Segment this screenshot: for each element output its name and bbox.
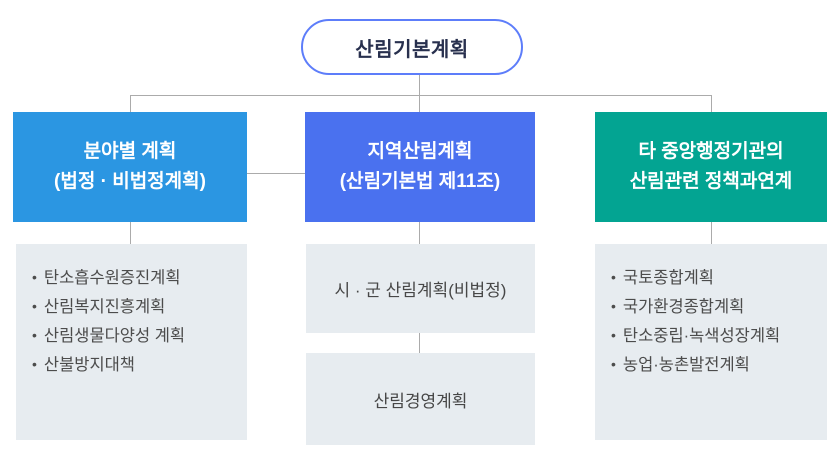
list-item: • 국토종합계획 (611, 264, 819, 293)
panel-city-county-plan: 시 · 군 산림계획(비법정) (306, 244, 535, 333)
bullet-icon: • (32, 269, 37, 285)
connector-line (247, 173, 305, 174)
header-regional-plans: 지역산림계획 (산림기본법 제11조) (305, 112, 535, 222)
connector-line (130, 95, 712, 96)
list-item: • 농업·농촌발전계획 (611, 351, 819, 380)
bullet-icon: • (611, 327, 616, 343)
panel-related-policy-list: • 국토종합계획 • 국가환경종합계획 • 탄소중립·녹색성장계획 • 농업·농촌발전계… (595, 244, 827, 440)
bullet-icon: • (32, 298, 37, 314)
panel-sector-plan-list: • 탄소흡수원증진계획 • 산림복지진흥계획 • 산림생물다양성 계획 • 산불방지대책 (16, 244, 247, 440)
list-item: • 산림복지진흥계획 (32, 293, 239, 322)
header-other-agencies: 타 중앙행정기관의 산림관련 정책과연계 (595, 112, 827, 222)
root-node-label: 산림기본계획 (355, 38, 469, 61)
list-item-label: 탄소흡수원증진계획 (43, 269, 181, 287)
list-item-label: 산불방지대책 (43, 356, 135, 374)
list-item: • 탄소흡수원증진계획 (32, 264, 239, 293)
bullet-icon: • (611, 298, 616, 314)
bullet-list: • 탄소흡수원증진계획 • 산림복지진흥계획 • 산림생물다양성 계획 • 산불방지대책 (16, 244, 247, 380)
header-line: (산림기본법 제11조) (339, 171, 501, 192)
list-item: • 산림생물다양성 계획 (32, 322, 239, 351)
header-line: (법정 · 비법정계획) (54, 171, 206, 192)
list-item: • 탄소중립·녹색성장계획 (611, 322, 819, 351)
connector-line (419, 95, 420, 112)
panel-label: 시 · 군 산림계획(비법정) (334, 281, 507, 300)
connector-line (130, 222, 131, 244)
connector-line (419, 75, 420, 95)
panel-forest-management-plan: 산림경영계획 (306, 353, 535, 445)
root-node: 산림기본계획 (301, 19, 523, 75)
header-sector-plans: 분야별 계획 (법정 · 비법정계획) (13, 112, 247, 222)
connector-line (419, 333, 420, 353)
header-line: 분야별 계획 (83, 141, 177, 162)
list-item-label: 농업·농촌발전계획 (622, 356, 750, 374)
bullet-icon: • (611, 356, 616, 372)
list-item-label: 국가환경종합계획 (622, 298, 745, 316)
connector-line (711, 222, 712, 244)
bullet-list: • 국토종합계획 • 국가환경종합계획 • 탄소중립·녹색성장계획 • 농업·농촌발전계… (595, 244, 827, 380)
panel-label: 산림경영계획 (373, 391, 468, 411)
bullet-icon: • (611, 269, 616, 285)
bullet-icon: • (32, 327, 37, 343)
list-item-label: 산림생물다양성 계획 (43, 327, 186, 345)
header-line: 산림관련 정책과연계 (629, 171, 793, 192)
list-item-label: 탄소중립·녹색성장계획 (622, 327, 781, 345)
list-item: • 국가환경종합계획 (611, 293, 819, 322)
bullet-icon: • (32, 356, 37, 372)
header-line: 지역산림계획 (367, 141, 473, 162)
list-item-label: 산림복지진흥계획 (43, 298, 166, 316)
connector-line (711, 95, 712, 112)
list-item: • 산불방지대책 (32, 351, 239, 380)
header-line: 타 중앙행정기관의 (638, 141, 784, 162)
connector-line (130, 95, 131, 112)
list-item-label: 국토종합계획 (622, 269, 714, 287)
connector-line (419, 222, 420, 244)
